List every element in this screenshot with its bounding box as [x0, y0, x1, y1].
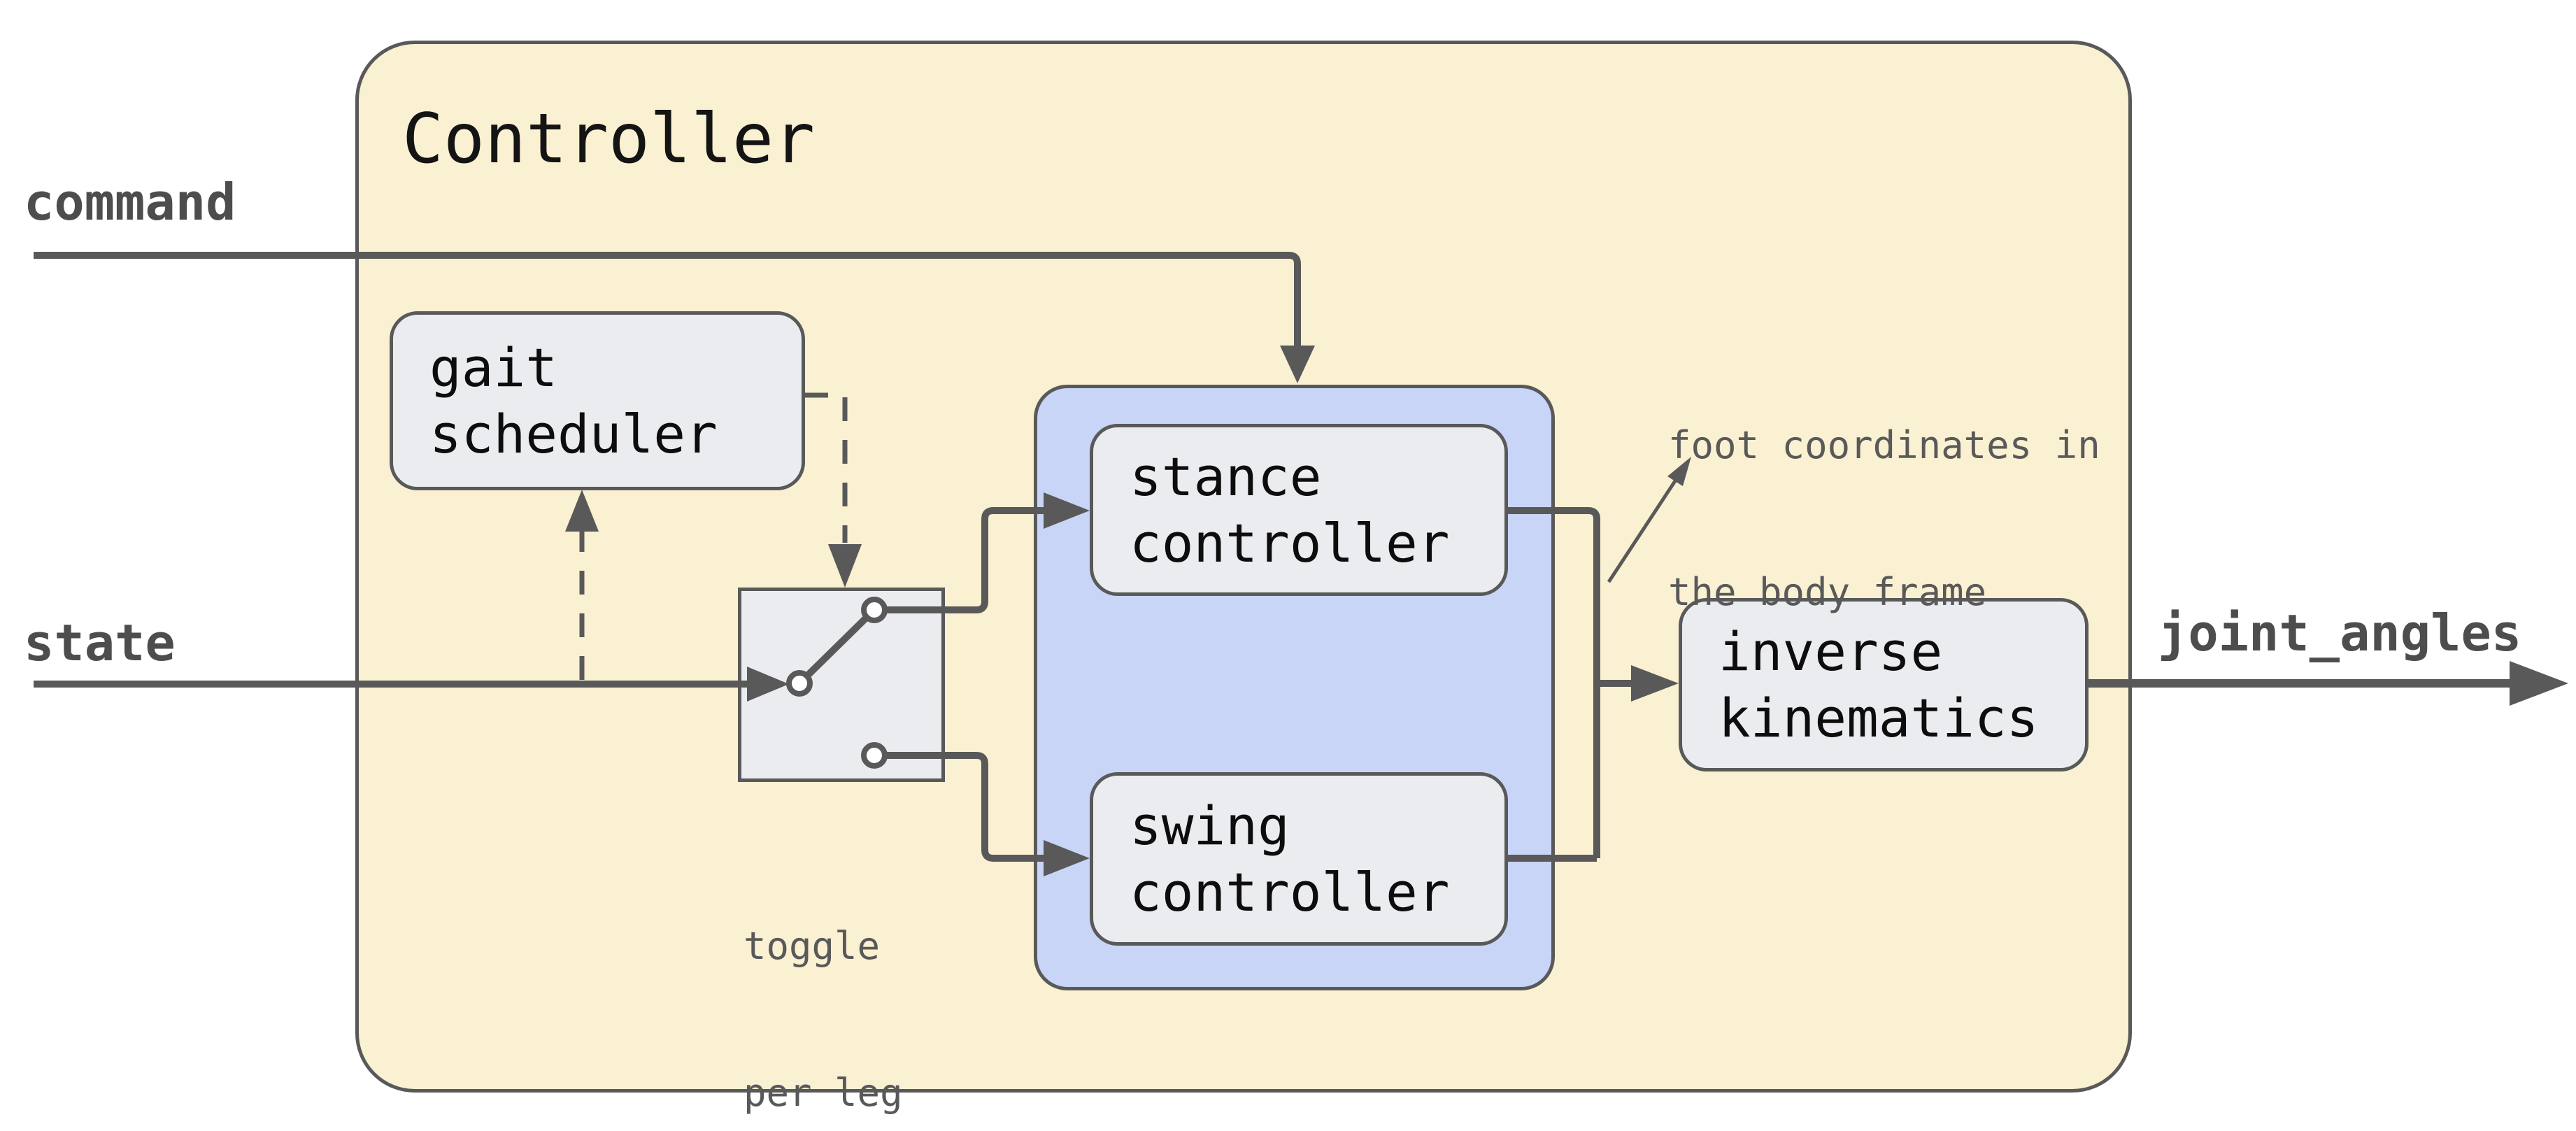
ik-input-arrowhead-icon	[1631, 665, 1679, 702]
toggle-per-leg-line2: per leg	[743, 1071, 903, 1115]
state-arrowhead-icon	[747, 667, 789, 702]
toggle-to-stance-arrowhead-icon	[1044, 492, 1090, 529]
toggle-per-leg-annotation: toggle per leg	[743, 824, 903, 1131]
command-arrowhead-icon	[1280, 346, 1315, 383]
state-label: state	[24, 613, 176, 672]
state-arrow	[34, 667, 789, 702]
joint-angles-label: joint_angles	[2158, 604, 2522, 662]
state-to-gait-dashed-arrow	[565, 490, 599, 680]
foot-coordinates-pointer-arrow	[1607, 457, 1691, 583]
stance-controller-label-line2: controller	[1130, 512, 1450, 574]
command-label: command	[24, 173, 236, 232]
joint-angles-arrowhead-icon	[2510, 661, 2568, 706]
gait-scheduler-block: gait scheduler	[390, 311, 805, 490]
foot-coordinates-line2: the body frame	[1668, 570, 1987, 614]
inverse-kinematics-block: inverse kinematics	[1679, 598, 2088, 771]
foot-coordinates-line1: foot coordinates in	[1668, 423, 2100, 467]
switch-lever	[797, 607, 877, 686]
foot-coordinates-arrowhead-icon	[1667, 457, 1691, 486]
toggle-to-swing-arrow	[883, 752, 1090, 876]
switch-pivot-contact	[786, 670, 813, 697]
stance-controller-label-line1: stance	[1130, 446, 1322, 508]
command-arrow	[34, 252, 1315, 383]
switch-top-contact	[861, 597, 888, 623]
gait-to-toggle-arrowhead-icon	[828, 544, 862, 588]
stance-to-ik-connector	[1507, 507, 1600, 858]
toggle-to-swing-arrowhead-icon	[1044, 840, 1090, 876]
toggle-per-leg-line1: toggle	[743, 924, 881, 968]
toggle-to-stance-arrow	[883, 492, 1090, 613]
inverse-kinematics-label-line1: inverse	[1718, 620, 1943, 683]
toggle-switch-icon	[786, 597, 888, 769]
swing-controller-label-line2: controller	[1130, 861, 1450, 923]
stance-controller-block: stance controller	[1090, 424, 1508, 596]
gait-to-toggle-dashed-arrow	[804, 392, 862, 588]
swing-controller-label-line1: swing	[1130, 795, 1290, 857]
gait-scheduler-label-line1: gait	[429, 336, 558, 399]
ik-input-arrow	[1597, 665, 1679, 702]
inverse-kinematics-label-line2: kinematics	[1718, 687, 2039, 749]
controller-title: Controller	[402, 99, 816, 179]
switch-bottom-contact	[861, 742, 888, 769]
gait-scheduler-label-line2: scheduler	[429, 403, 718, 465]
state-to-gait-arrowhead-icon	[565, 490, 599, 532]
swing-controller-block: swing controller	[1090, 772, 1508, 946]
joint-angles-output-arrow	[2088, 661, 2568, 706]
foot-coordinates-annotation: foot coordinates in the body frame	[1668, 323, 2100, 715]
